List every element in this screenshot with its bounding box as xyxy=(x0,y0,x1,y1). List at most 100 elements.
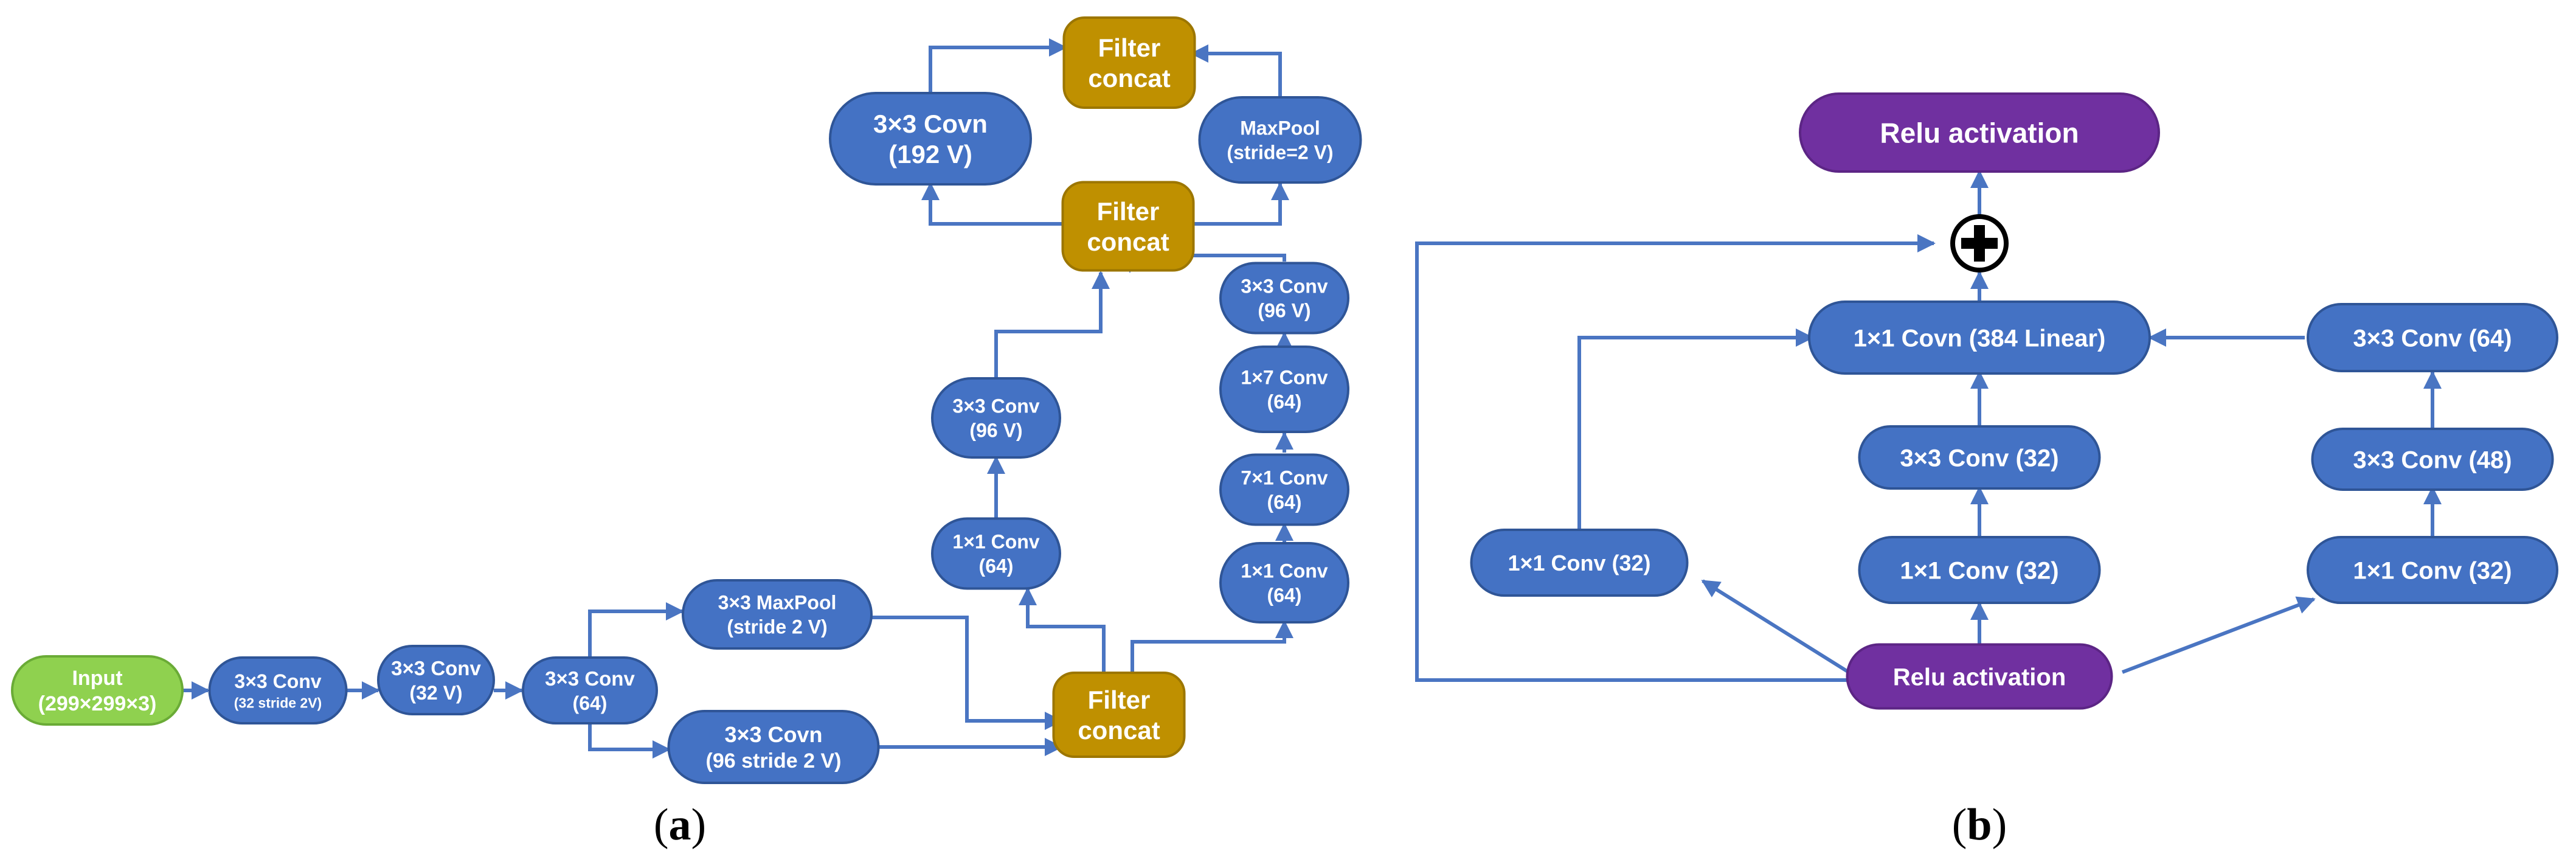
filter-concat-node-1-label-2: concat xyxy=(1078,716,1160,745)
maxpool-3x3-stride-2v-node-label-2: (stride 2 V) xyxy=(727,616,827,638)
covn-3x3-96-stride-2v-node-label-1: 3×3 Covn xyxy=(724,722,822,747)
conv-3x3-64-node-label-2: (64) xyxy=(573,692,608,714)
conv-3x3-64-node: 3×3 Conv(64) xyxy=(522,656,658,724)
filter-concat-node-3-label-2: concat xyxy=(1088,64,1170,92)
filter-concat-node-2-shape xyxy=(1061,181,1195,272)
mid-conv-3x3-32-node: 3×3 Conv (32) xyxy=(1858,425,2101,490)
maxpool-stride-2v-node: MaxPool (stride=2 V) xyxy=(1198,96,1362,184)
left-conv-3x3-96v-node-label-1: 3×3 Conv xyxy=(952,395,1039,417)
edge-concat1-right1x1 xyxy=(1130,620,1293,674)
input-node: Input(299×299×3) xyxy=(11,655,184,726)
input-node-shape xyxy=(11,655,184,726)
filter-concat-node-1-shape xyxy=(1052,672,1186,758)
edge-maxpool1-concat1 xyxy=(871,616,1063,730)
diagram-nodes: Input(299×299×3)3×3 Conv(32 stride 2V)3×… xyxy=(11,16,2558,784)
covn-1x1-384-linear-node: 1×1 Covn (384 Linear) xyxy=(1808,300,2151,375)
conv-3x3-32-stride-2v-node: 3×3 Conv (32 stride 2V) xyxy=(208,656,348,724)
maxpool-stride-2v-node-shape xyxy=(1198,96,1362,184)
left-conv-1x1-32-node-label-1: 1×1 Conv (32) xyxy=(1508,551,1650,575)
edge-relu-bottom-skip xyxy=(1415,234,1936,682)
left-conv-3x3-96v-node: 3×3 Conv (96 V) xyxy=(931,377,1061,459)
mid-conv-1x1-32-node-label-1: 1×1 Conv (32) xyxy=(1900,557,2058,584)
mid-conv-3x3-32-node-shape xyxy=(1858,425,2101,490)
right-conv-1x7-64-node: 1×7 Conv(64) xyxy=(1219,346,1349,433)
relu-activation-top-node-shape xyxy=(1799,92,2160,173)
edge-maxpool2-concat3 xyxy=(1190,44,1282,97)
panel-b-caption: (b) xyxy=(1952,800,2007,850)
relu-activation-bottom-node-shape xyxy=(1846,643,2113,710)
left-conv-1x1-64-node-label-1: 1×1 Conv xyxy=(952,531,1039,553)
mid-conv-3x3-32-node-label-1: 3×3 Conv (32) xyxy=(1900,445,2058,471)
left-conv-1x1-32-node: 1×1 Conv (32) xyxy=(1470,529,1689,597)
relu-activation-bottom-node-label-1: Relu activation xyxy=(1893,664,2066,690)
relu-activation-top-node-label-1: Relu activation xyxy=(1880,117,2079,149)
add-junction-icon xyxy=(1950,214,2009,273)
right-conv-1x1-32-node-label-1: 1×1 Conv (32) xyxy=(2353,557,2512,584)
conv-3x3-32-stride-2v-node-label-1: 3×3 Conv xyxy=(234,670,321,692)
right-conv-3x3-64-node-shape xyxy=(2307,303,2558,372)
right-conv-1x1-64-node-shape xyxy=(1219,542,1349,624)
edge-concat1-left1x1 xyxy=(1019,587,1106,674)
input-node-label-2: (299×299×3) xyxy=(38,692,157,715)
left-conv-1x1-64-node-label-2: (64) xyxy=(979,555,1014,577)
covn-3x3-96-stride-2v-node-shape xyxy=(667,710,880,784)
edge-left1x1-covn384 xyxy=(1577,328,1814,530)
edge-conv3-maxpool1 xyxy=(588,602,684,659)
conv-3x3-32-stride-2v-node-shape xyxy=(208,656,348,724)
right-conv-7x1-64-node-label-1: 7×1 Conv xyxy=(1241,467,1328,489)
filter-concat-node-2-label-1: Filter xyxy=(1097,197,1160,226)
maxpool-3x3-stride-2v-node-shape xyxy=(682,579,873,650)
panel-b-edges xyxy=(1415,170,2442,682)
right-conv-3x3-48-node-shape xyxy=(2311,428,2554,491)
edge-left3x3-concat2 xyxy=(994,271,1110,378)
mid-conv-1x1-32-node-shape xyxy=(1858,536,2101,604)
edge-relu-bottom-left1x1 xyxy=(1701,579,1850,674)
conv-3x3-32v-node-shape xyxy=(377,645,495,715)
input-node-label-1: Input xyxy=(72,667,122,690)
panel-a-edges xyxy=(182,38,1293,759)
right-conv-1x7-64-node-label-2: (64) xyxy=(1267,391,1302,413)
maxpool-3x3-stride-2v-node: 3×3 MaxPool(stride 2 V) xyxy=(682,579,873,650)
left-conv-3x3-96v-node-shape xyxy=(931,377,1061,459)
maxpool-stride-2v-node-label-1: MaxPool xyxy=(1240,117,1320,139)
right-conv-1x1-32-node-shape xyxy=(2307,536,2558,604)
conv-3x3-32v-node: 3×3 Conv(32 V) xyxy=(377,645,495,715)
right-conv-3x3-64-node-label-1: 3×3 Conv (64) xyxy=(2353,325,2512,352)
right-conv-7x1-64-node: 7×1 Conv (64) xyxy=(1219,453,1349,526)
right-conv-3x3-96v-node-shape xyxy=(1219,262,1349,335)
filter-concat-node-3-shape xyxy=(1062,16,1196,109)
right-conv-7x1-64-node-shape xyxy=(1219,453,1349,526)
covn-3x3-192v-node-label-2: (192 V) xyxy=(888,140,972,168)
covn-3x3-192v-node-label-1: 3×3 Covn xyxy=(873,109,988,138)
right-conv-7x1-64-node-label-2: (64) xyxy=(1267,492,1302,513)
filter-concat-node-3-label-1: Filter xyxy=(1098,33,1161,62)
left-conv-1x1-32-node-shape xyxy=(1470,529,1689,597)
right-conv-1x7-64-node-label-1: 1×7 Conv xyxy=(1241,367,1328,389)
covn-3x3-192v-node: 3×3 Covn(192 V) xyxy=(829,92,1032,186)
conv-3x3-32v-node-label-1: 3×3 Conv xyxy=(391,657,481,679)
edge-concat2-maxpool2 xyxy=(1191,182,1289,226)
edge-relu-bottom-right1x1 xyxy=(2121,596,2316,674)
maxpool-stride-2v-node-label-2: (stride=2 V) xyxy=(1227,142,1333,164)
right-conv-3x3-96v-node-label-2: (96 V) xyxy=(1258,300,1311,322)
covn-3x3-96-stride-2v-node-label-2: (96 stride 2 V) xyxy=(706,749,842,773)
relu-activation-top-node: Relu activation xyxy=(1799,92,2160,173)
covn-1x1-384-linear-node-shape xyxy=(1808,300,2151,375)
right-conv-3x3-64-node: 3×3 Conv (64) xyxy=(2307,303,2558,372)
conv-3x3-32-stride-2v-node-label-2: (32 stride 2V) xyxy=(234,695,322,710)
conv-3x3-64-node-shape xyxy=(522,656,658,724)
left-conv-3x3-96v-node-label-2: (96 V) xyxy=(969,420,1022,442)
right-conv-3x3-96v-node-label-1: 3×3 Conv xyxy=(1241,276,1328,297)
right-conv-1x1-64-node-label-1: 1×1 Conv xyxy=(1241,560,1328,582)
right-conv-3x3-48-node-label-1: 3×3 Conv (48) xyxy=(2353,446,2512,473)
left-conv-1x1-64-node-shape xyxy=(931,517,1061,590)
panel-a-caption: (a) xyxy=(654,800,706,850)
edge-conv3-covn96 xyxy=(588,722,671,759)
covn-1x1-384-linear-node-label-1: 1×1 Covn (384 Linear) xyxy=(1854,325,2106,352)
right-conv-1x1-32-node: 1×1 Conv (32) xyxy=(2307,536,2558,604)
maxpool-3x3-stride-2v-node-label-1: 3×3 MaxPool xyxy=(718,592,837,614)
filter-concat-node-1-label-1: Filter xyxy=(1088,686,1151,714)
covn-3x3-192v-node-shape xyxy=(829,92,1032,186)
